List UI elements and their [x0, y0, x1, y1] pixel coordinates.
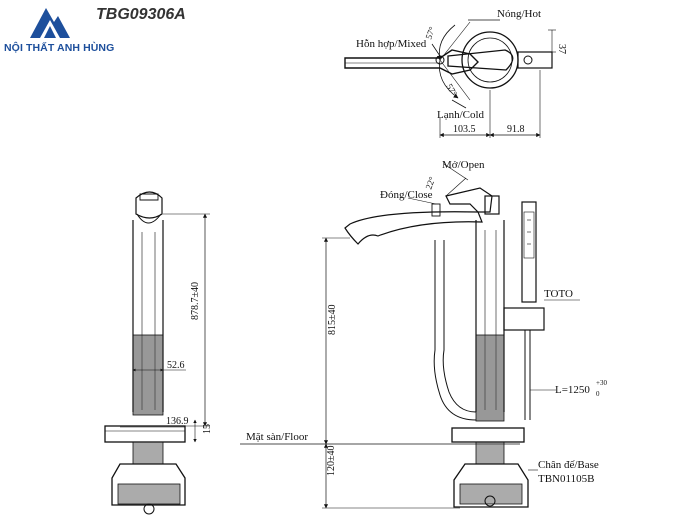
dim-815: 815±40	[327, 305, 338, 336]
brand-block: NỘI THẤT ANH HÙNG	[4, 4, 154, 60]
dim-angle-top: 57°	[423, 25, 437, 41]
dim-angle-open: 22°	[423, 175, 437, 191]
dim-120: 120±40	[326, 446, 337, 477]
front-view	[104, 191, 210, 515]
label-open: Mở/Open	[442, 159, 485, 171]
dim-91-8: 91.8	[507, 124, 525, 135]
dim-103-5: 103.5	[453, 124, 476, 135]
dim-136-9: 136.9	[166, 416, 189, 427]
dim-hose-length: L=1250	[555, 384, 590, 396]
brand-name: NỘI THẤT ANH HÙNG	[4, 42, 115, 54]
label-base: Chân đế/Base	[538, 459, 599, 471]
top-view	[344, 19, 556, 138]
model-number: TBG09306A	[96, 6, 186, 23]
hose-length-label: L=1250 +30 0	[555, 379, 607, 398]
dim-52-6: 52.6	[167, 360, 185, 371]
label-mixed: Hỗn hợp/Mixed	[356, 38, 427, 50]
dim-hose-length-sub: 0	[596, 390, 600, 398]
side-view	[322, 163, 580, 509]
dim-15: 15	[202, 424, 213, 434]
label-hot: Nóng/Hot	[497, 8, 541, 20]
label-base-code: TBN01105B	[538, 473, 594, 485]
label-floor: Mặt sàn/Floor	[246, 431, 308, 443]
label-toto: TOTO	[544, 288, 573, 300]
label-close: Đóng/Close	[380, 189, 433, 201]
dim-878-7: 878.7±40	[190, 282, 201, 320]
dim-hose-length-sup: +30	[596, 379, 607, 387]
label-cold: Lạnh/Cold	[437, 109, 485, 121]
dim-37: 37	[556, 44, 567, 54]
mountain-logo-icon	[30, 8, 70, 38]
dim-angle-bottom: 57°	[444, 82, 459, 98]
